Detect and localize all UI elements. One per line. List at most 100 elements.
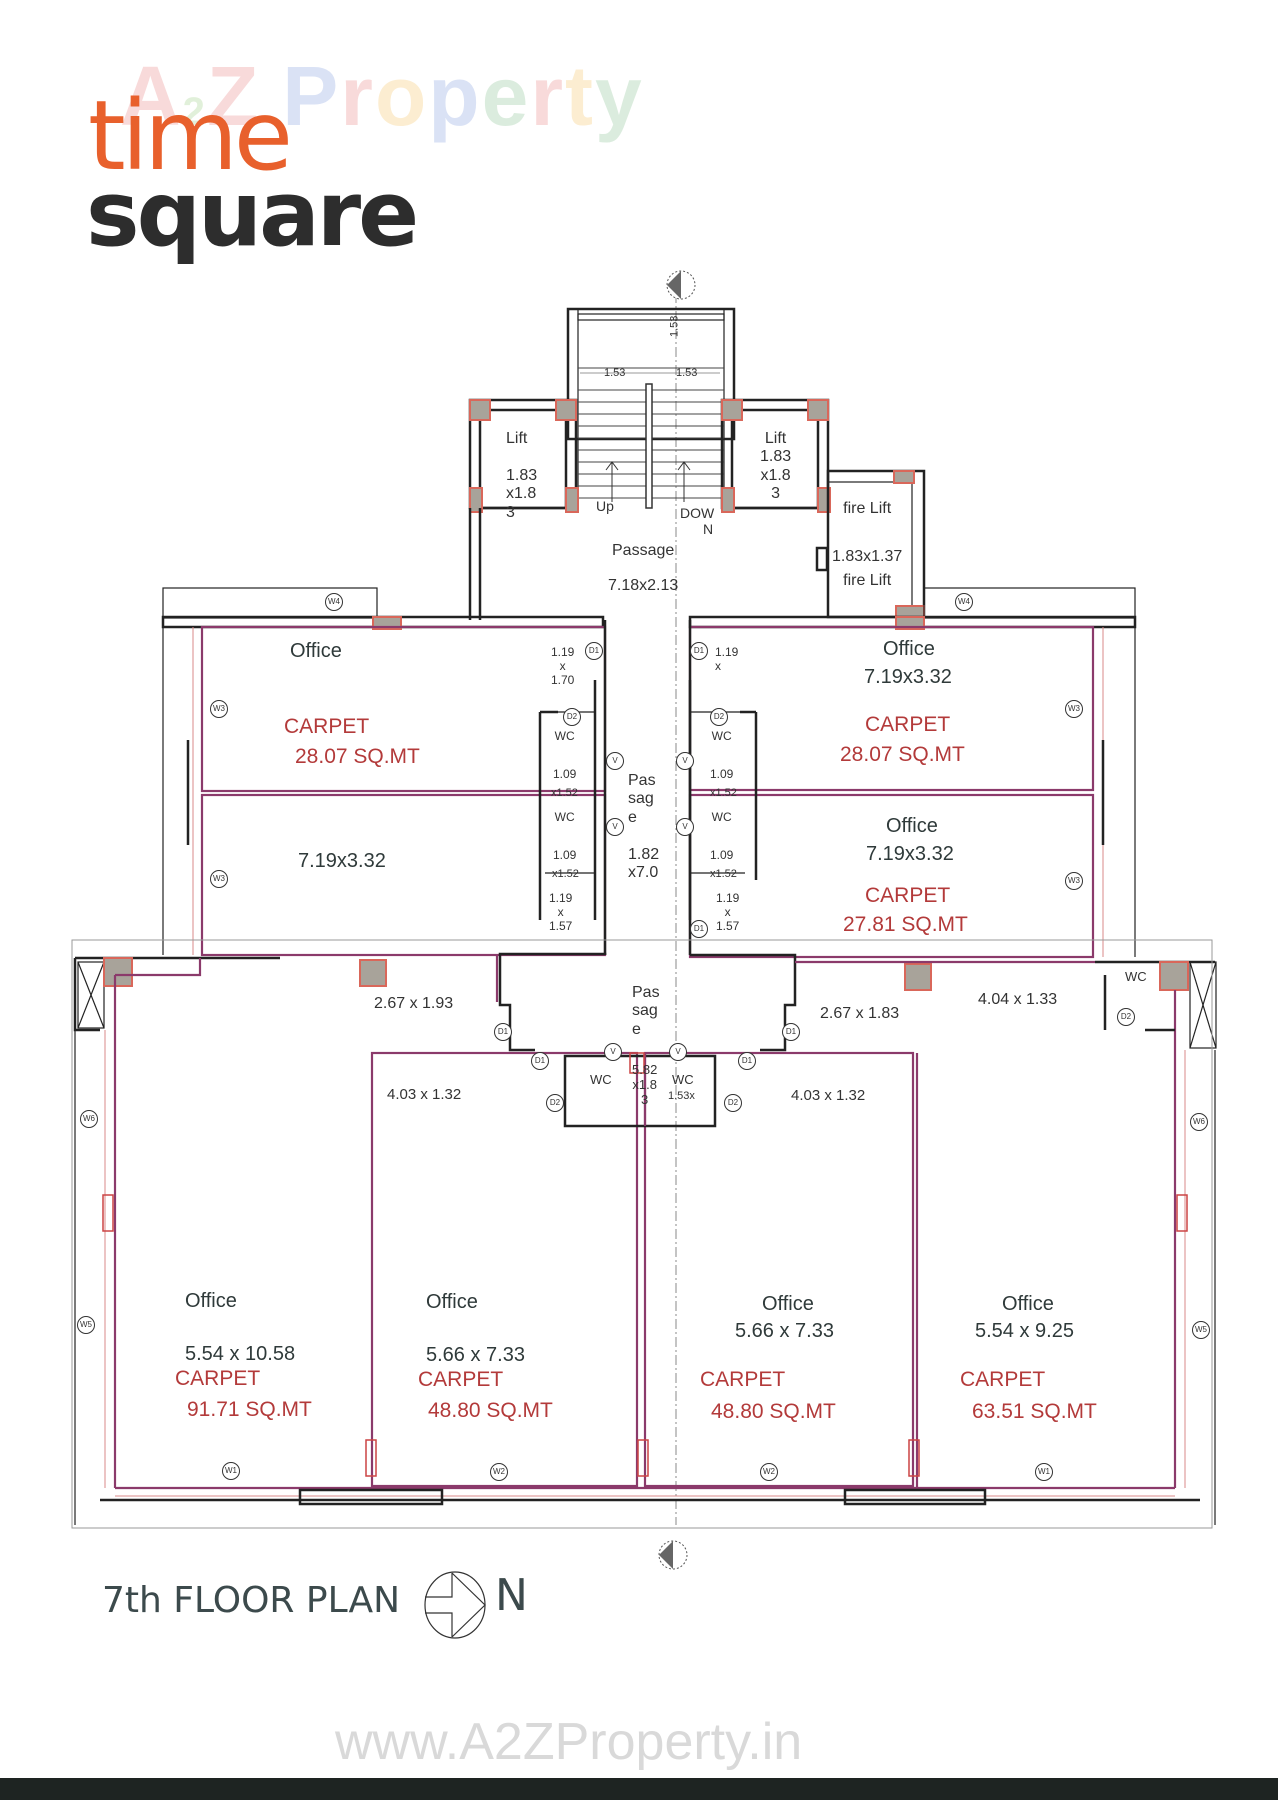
office-upper-right-1-dims: 7.19x3.32 bbox=[864, 666, 952, 688]
watermark-char: 2 bbox=[182, 90, 207, 134]
office-lower-4-dims: 5.54 x 9.25 bbox=[975, 1320, 1074, 1342]
lobby-right-dims: 2.67 x 1.83 bbox=[820, 1005, 900, 1022]
door-tag-d2: D2 bbox=[546, 1094, 564, 1112]
wc-left-x152a: x1.52 bbox=[551, 787, 578, 799]
window-tag-w3: W3 bbox=[1065, 700, 1083, 718]
office-lower-4-area: 63.51 SQ.MT bbox=[972, 1400, 1097, 1423]
office-upper-right-1-carpet-label: CARPET bbox=[865, 713, 951, 736]
lift-right bbox=[720, 398, 831, 513]
office-upper-left-1-carpet-label: CARPET bbox=[284, 715, 370, 738]
watermark-char: r bbox=[340, 49, 375, 143]
window-tag-w5: W5 bbox=[77, 1316, 95, 1334]
staircase bbox=[566, 307, 736, 509]
corridor-left-dims: 4.03 x 1.32 bbox=[387, 1086, 462, 1103]
window-tag-w2: W2 bbox=[490, 1463, 508, 1481]
window-tag-w1: W1 bbox=[1035, 1463, 1053, 1481]
window-tag-w6: W6 bbox=[1190, 1113, 1208, 1131]
office-upper-left-2-outline bbox=[200, 793, 607, 957]
vent-tag-v: V bbox=[604, 1043, 622, 1061]
lift-left bbox=[468, 398, 579, 513]
office-upper-right-1-name: Office bbox=[883, 638, 935, 660]
watermark-char: t bbox=[565, 49, 595, 143]
office-lower-1-area: 91.71 SQ.MT bbox=[187, 1398, 312, 1421]
window-tag-w3: W3 bbox=[210, 870, 228, 888]
door-tag-d1: D1 bbox=[690, 642, 708, 660]
plan-title: 7th FLOOR PLAN bbox=[102, 1580, 401, 1621]
watermark-char: e bbox=[481, 49, 531, 143]
office-upper-left-1-area: 28.07 SQ.MT bbox=[295, 745, 420, 768]
north-label: N bbox=[495, 1570, 528, 1621]
office-upper-right-1-area: 28.07 SQ.MT bbox=[840, 743, 965, 766]
watermark-char: r bbox=[530, 49, 566, 143]
window-tag-w4: W4 bbox=[955, 593, 973, 611]
watermark-char: y bbox=[595, 49, 644, 143]
office-upper-right-2-dims: 7.19x3.32 bbox=[866, 843, 954, 865]
door-tag-d1: D1 bbox=[585, 642, 603, 660]
office-upper-left-1-name: Office bbox=[290, 640, 342, 662]
office-lower-4-carpet-label: CARPET bbox=[960, 1368, 1046, 1391]
window-tag-w3: W3 bbox=[210, 700, 228, 718]
office-lower-2-name: Office bbox=[426, 1291, 478, 1313]
office-lower-3-carpet-label: CARPET bbox=[700, 1368, 786, 1391]
watermark-url: www.A2ZProperty.in bbox=[335, 1713, 803, 1771]
watermark-char: P bbox=[282, 49, 341, 143]
office-lower-4-name: Office bbox=[1002, 1293, 1054, 1315]
vent-tag-v: V bbox=[606, 752, 624, 770]
door-tag-d2: D2 bbox=[563, 708, 581, 726]
wc-center-dim-right: 1.53x bbox=[668, 1090, 695, 1102]
window-tag-w2: W2 bbox=[760, 1463, 778, 1481]
door-tag-d2: D2 bbox=[1117, 1008, 1135, 1026]
window-tag-w1: W1 bbox=[222, 1462, 240, 1480]
watermark-char: Z bbox=[206, 49, 261, 143]
wc-center-left-label: WC bbox=[590, 1072, 612, 1087]
office-lower-3-area: 48.80 SQ.MT bbox=[711, 1400, 836, 1423]
office-lower-1-dims: 5.54 x 10.58 bbox=[185, 1343, 296, 1365]
office-upper-left-2-dims: 7.19x3.32 bbox=[298, 850, 386, 872]
door-tag-d1: D1 bbox=[494, 1023, 512, 1041]
stair-up-label: Up bbox=[596, 498, 614, 514]
stair-dim-left: 1.53 bbox=[604, 367, 626, 379]
logo-time: time bbox=[88, 80, 293, 192]
watermark-char: A bbox=[120, 49, 183, 143]
office-lower-1-name: Office bbox=[185, 1290, 237, 1312]
lobby-left-dims: 2.67 x 1.93 bbox=[374, 995, 454, 1012]
scan-edge-bar bbox=[0, 1778, 1278, 1800]
office-lower-2-carpet-label: CARPET bbox=[418, 1368, 504, 1391]
lobby-right-far-dims: 4.04 x 1.33 bbox=[978, 991, 1058, 1008]
vent-tag-v: V bbox=[606, 818, 624, 836]
door-tag-d2: D2 bbox=[710, 708, 728, 726]
vent-tag-v: V bbox=[669, 1043, 687, 1061]
office-upper-right-2-carpet-label: CARPET bbox=[865, 884, 951, 907]
office-lower-2-area: 48.80 SQ.MT bbox=[428, 1399, 553, 1422]
office-lower-3-outline bbox=[643, 1051, 915, 1488]
window-tag-w5: W5 bbox=[1192, 1321, 1210, 1339]
door-tag-d1: D1 bbox=[782, 1023, 800, 1041]
logo-square: square bbox=[86, 162, 419, 267]
vent-tag-v: V bbox=[676, 818, 694, 836]
corridor-right-dims: 4.03 x 1.32 bbox=[791, 1087, 866, 1104]
office-lower-3-dims: 5.66 x 7.33 bbox=[735, 1320, 834, 1342]
door-tag-d1: D1 bbox=[690, 920, 708, 938]
office-lower-2-outline bbox=[370, 1051, 639, 1488]
corner-wc-label: WC bbox=[1125, 969, 1147, 984]
office-lower-2-dims: 5.66 x 7.33 bbox=[426, 1344, 525, 1366]
office-upper-right-2-area: 27.81 SQ.MT bbox=[843, 913, 968, 936]
door-tag-d1: D1 bbox=[738, 1052, 756, 1070]
section-marker-top-icon bbox=[666, 270, 696, 300]
section-marker-bottom-icon bbox=[658, 1540, 688, 1570]
window-tag-w4: W4 bbox=[325, 593, 343, 611]
